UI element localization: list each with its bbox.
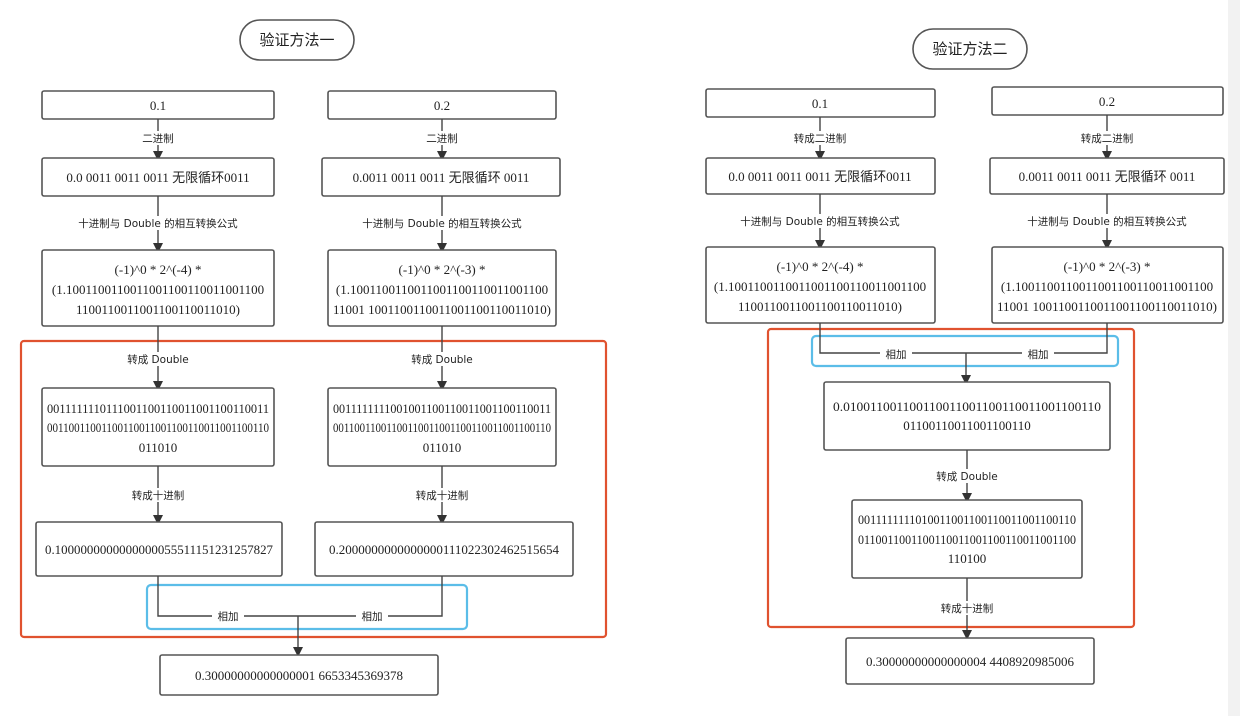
edge-label-bg xyxy=(734,214,906,228)
method1-right-double-line2: 0011001100110011001100110011001100110011… xyxy=(333,420,551,435)
method1-left-edge-to-decimal: 转成十进制 xyxy=(132,489,185,502)
method1-left-binary: 0.0 0011 0011 0011 无限循环0011 xyxy=(66,170,249,185)
method1-result: 0.30000000000000001 6653345369378 xyxy=(195,668,403,683)
method1-right-edge-to-double: 转成 Double xyxy=(411,353,473,366)
edge-label-bg xyxy=(128,131,188,145)
method2-left-input: 0.1 xyxy=(812,96,828,111)
method2-left-edge-binary: 转成二进制 xyxy=(794,132,847,145)
method1-right-binary: 0.0011 0011 0011 无限循环 0011 xyxy=(353,170,530,185)
edge-label-bg xyxy=(356,216,528,230)
method2-title: 验证方法二 xyxy=(932,40,1007,58)
method2-left-formula-line2: (1.1001100110011001100110011001100 xyxy=(714,279,926,294)
method2-left-formula-line3: 1100110011001100110011010) xyxy=(738,299,902,314)
method1-left-decimal-box xyxy=(35,521,283,577)
method2-left-formula-line1: (-1)^0 * 2^(-4) * xyxy=(777,259,864,274)
method1-left-double-line1: 0011111110111001100110011001100110011 xyxy=(47,401,269,416)
method2-sum-line2: 01100110011001100110 xyxy=(903,418,1031,433)
method2-sum-line1: 0.01001100110011001100110011001100110011… xyxy=(833,399,1101,414)
method2-result: 0.30000000000000004 4408920985006 xyxy=(866,654,1075,669)
method2-left-binary: 0.0 0011 0011 0011 无限循环0011 xyxy=(728,169,911,184)
method1-diagram: 验证方法一 0.1 二进制 0.0 0011 0011 0011 无限循环001… xyxy=(19,19,608,696)
method1-title: 验证方法一 xyxy=(259,31,334,49)
edge-label-bg xyxy=(407,488,477,502)
method2-right-edge-formula: 十进制与 Double 的相互转换公式 xyxy=(1027,215,1187,228)
edge-label-bg xyxy=(927,469,1007,483)
method1-right-double-line1: 0011111111001001100110011001100110011 xyxy=(333,401,551,416)
edge-label-bg xyxy=(880,347,912,361)
method1-left-edge-formula: 十进制与 Double 的相互转换公式 xyxy=(78,217,238,230)
method2-right-formula-line1: (-1)^0 * 2^(-3) * xyxy=(1064,259,1151,274)
method2-merge-lines xyxy=(819,323,1108,354)
method1-left-formula-line1: (-1)^0 * 2^(-4) * xyxy=(115,262,202,277)
edge-label-bg xyxy=(780,131,860,145)
edge-label-bg xyxy=(212,609,244,623)
method1-left-edge-to-double: 转成 Double xyxy=(127,353,189,366)
method1-right-formula-line1: (-1)^0 * 2^(-3) * xyxy=(399,262,486,277)
method2-edge-to-double: 转成 Double xyxy=(936,470,998,483)
method1-right-formula-line2: (1.1001100110011001100110011001100 xyxy=(336,282,548,297)
method1-right-binary-box xyxy=(321,157,561,197)
method2-diagram: 验证方法二 0.1 转成二进制 0.0 0011 0011 0011 无限循环0… xyxy=(705,28,1225,685)
method2-right-input: 0.2 xyxy=(1099,94,1115,109)
method2-red-frame xyxy=(766,327,1136,629)
method1-right-input: 0.2 xyxy=(434,98,450,113)
method2-right-edge-binary: 转成二进制 xyxy=(1081,132,1134,145)
method1-left-double-line2: 0011001100110011001100110011001100110011… xyxy=(47,420,269,435)
method2-left-edge-formula: 十进制与 Double 的相互转换公式 xyxy=(740,215,900,228)
method2-blue-frame xyxy=(810,334,1120,368)
page-edge-shadow xyxy=(1228,0,1240,716)
method1-add-left: 相加 xyxy=(218,610,239,623)
method1-left-formula-line3: 1100110011001100110011010) xyxy=(76,302,240,317)
method1-right-edge-to-decimal: 转成十进制 xyxy=(416,489,469,502)
method2-double-line3: 110100 xyxy=(948,551,987,566)
method2-right-formula-line2: (1.1001100110011001100110011001100 xyxy=(1001,279,1213,294)
method1-right-decimal: 0.2000000000000000111022302462515654 xyxy=(329,542,559,557)
method2-add-right: 相加 xyxy=(1028,348,1049,361)
method1-result-box xyxy=(159,654,439,696)
method2-add-left: 相加 xyxy=(886,348,907,361)
method1-right-decimal-box xyxy=(314,521,574,577)
edge-label-bg xyxy=(1067,131,1147,145)
edge-label-bg xyxy=(118,352,198,366)
method1-left-decimal: 0.1000000000000000055511151231257827 xyxy=(45,542,273,557)
method1-right-double-line3: 011010 xyxy=(423,440,462,455)
method2-double-line1: 0011111111010011001100110011001100110 xyxy=(858,512,1076,527)
edge-label-bg xyxy=(356,609,388,623)
method1-left-edge-binary: 二进制 xyxy=(142,132,174,145)
method1-right-formula-line3: 11001 1001100110011001100110011010) xyxy=(333,302,551,317)
method1-red-frame xyxy=(19,339,608,639)
method2-right-formula-line3: 11001 1001100110011001100110011010) xyxy=(997,299,1217,314)
method1-left-formula-line2: (1.1001100110011001100110011001100 xyxy=(52,282,264,297)
method1-merge-lines xyxy=(157,576,443,617)
edge-label-bg xyxy=(402,352,482,366)
method1-left-input: 0.1 xyxy=(150,98,166,113)
edge-label-bg xyxy=(1021,214,1193,228)
method1-right-edge-binary: 二进制 xyxy=(426,132,458,145)
method1-right-edge-formula: 十进制与 Double 的相互转换公式 xyxy=(362,217,522,230)
method2-sum-box xyxy=(823,381,1111,451)
edge-label-bg xyxy=(412,131,472,145)
method1-title-box xyxy=(239,19,355,61)
method1-left-double-line3: 011010 xyxy=(139,440,178,455)
method1-blue-frame xyxy=(145,583,469,631)
method1-add-right: 相加 xyxy=(362,610,383,623)
edge-label-bg xyxy=(123,488,193,502)
edge-label-bg xyxy=(72,216,244,230)
method2-right-binary: 0.0011 0011 0011 无限循环 0011 xyxy=(1019,169,1196,184)
edge-label-bg xyxy=(932,601,1002,615)
edge-label-bg xyxy=(1022,347,1054,361)
method2-result-box xyxy=(845,637,1095,685)
method2-title-box xyxy=(912,28,1028,70)
method2-edge-to-decimal: 转成十进制 xyxy=(941,602,994,615)
method2-double-line2: 0110011001100110011001100110011001100 xyxy=(858,532,1076,547)
